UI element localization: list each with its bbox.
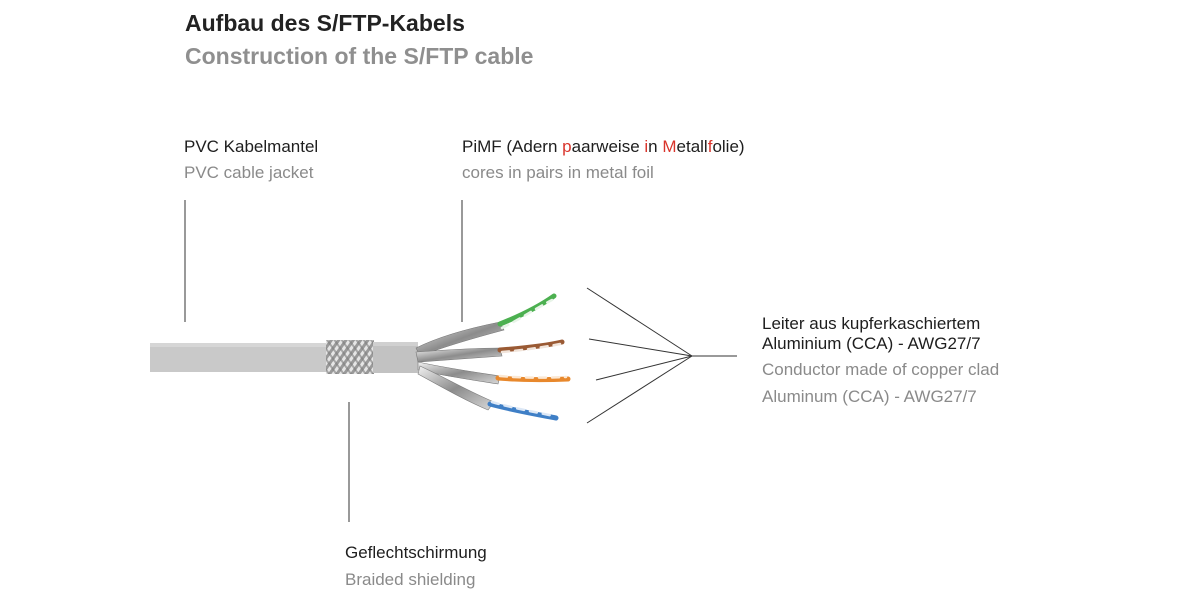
twisted-pairs — [487, 293, 571, 421]
inner-sheath — [373, 342, 418, 373]
label-pimf-highlight: f — [707, 137, 713, 156]
title-german: Aufbau des S/FTP-Kabels — [185, 10, 465, 36]
label-braid-en: Braided shielding — [345, 570, 476, 589]
pair-brown — [497, 339, 565, 353]
label-braid-de: Geflechtschirmung — [345, 543, 487, 562]
label-conductor-de-line2: Aluminium (CCA) - AWG27/7 — [762, 334, 981, 353]
label-pimf-part: olie) — [712, 137, 745, 156]
label-jacket-de: PVC Kabelmantel — [184, 137, 319, 156]
label-pimf-highlight: p — [562, 137, 572, 156]
label-pimf-part: PiMF (Adern — [462, 137, 563, 156]
pvc-jacket — [150, 343, 328, 372]
label-conductor-de-line1: Leiter aus kupferkaschiertem — [762, 314, 981, 333]
pair-orange — [495, 375, 571, 383]
label-pimf-part: n — [648, 137, 663, 156]
foil-pairs — [415, 321, 505, 411]
pair-blue — [487, 401, 559, 421]
label-pimf-part: etall — [676, 137, 708, 156]
leader-lines-conductor — [586, 287, 737, 424]
label-pimf-highlight: M — [662, 137, 677, 156]
label-jacket-en: PVC cable jacket — [184, 163, 314, 182]
label-pimf-part: aarweise — [571, 137, 645, 156]
title-english: Construction of the S/FTP cable — [185, 43, 534, 69]
label-conductor-en-line2: Aluminum (CCA) - AWG27/7 — [762, 387, 977, 406]
label-pimf-de: PiMF (Adern paarweise in Metallfolie) — [462, 137, 745, 157]
pair-green — [497, 293, 557, 327]
label-pimf-en: cores in pairs in metal foil — [462, 163, 654, 182]
label-conductor-en-line1: Conductor made of copper clad — [762, 360, 1000, 379]
label-pimf-highlight: i — [644, 137, 649, 156]
